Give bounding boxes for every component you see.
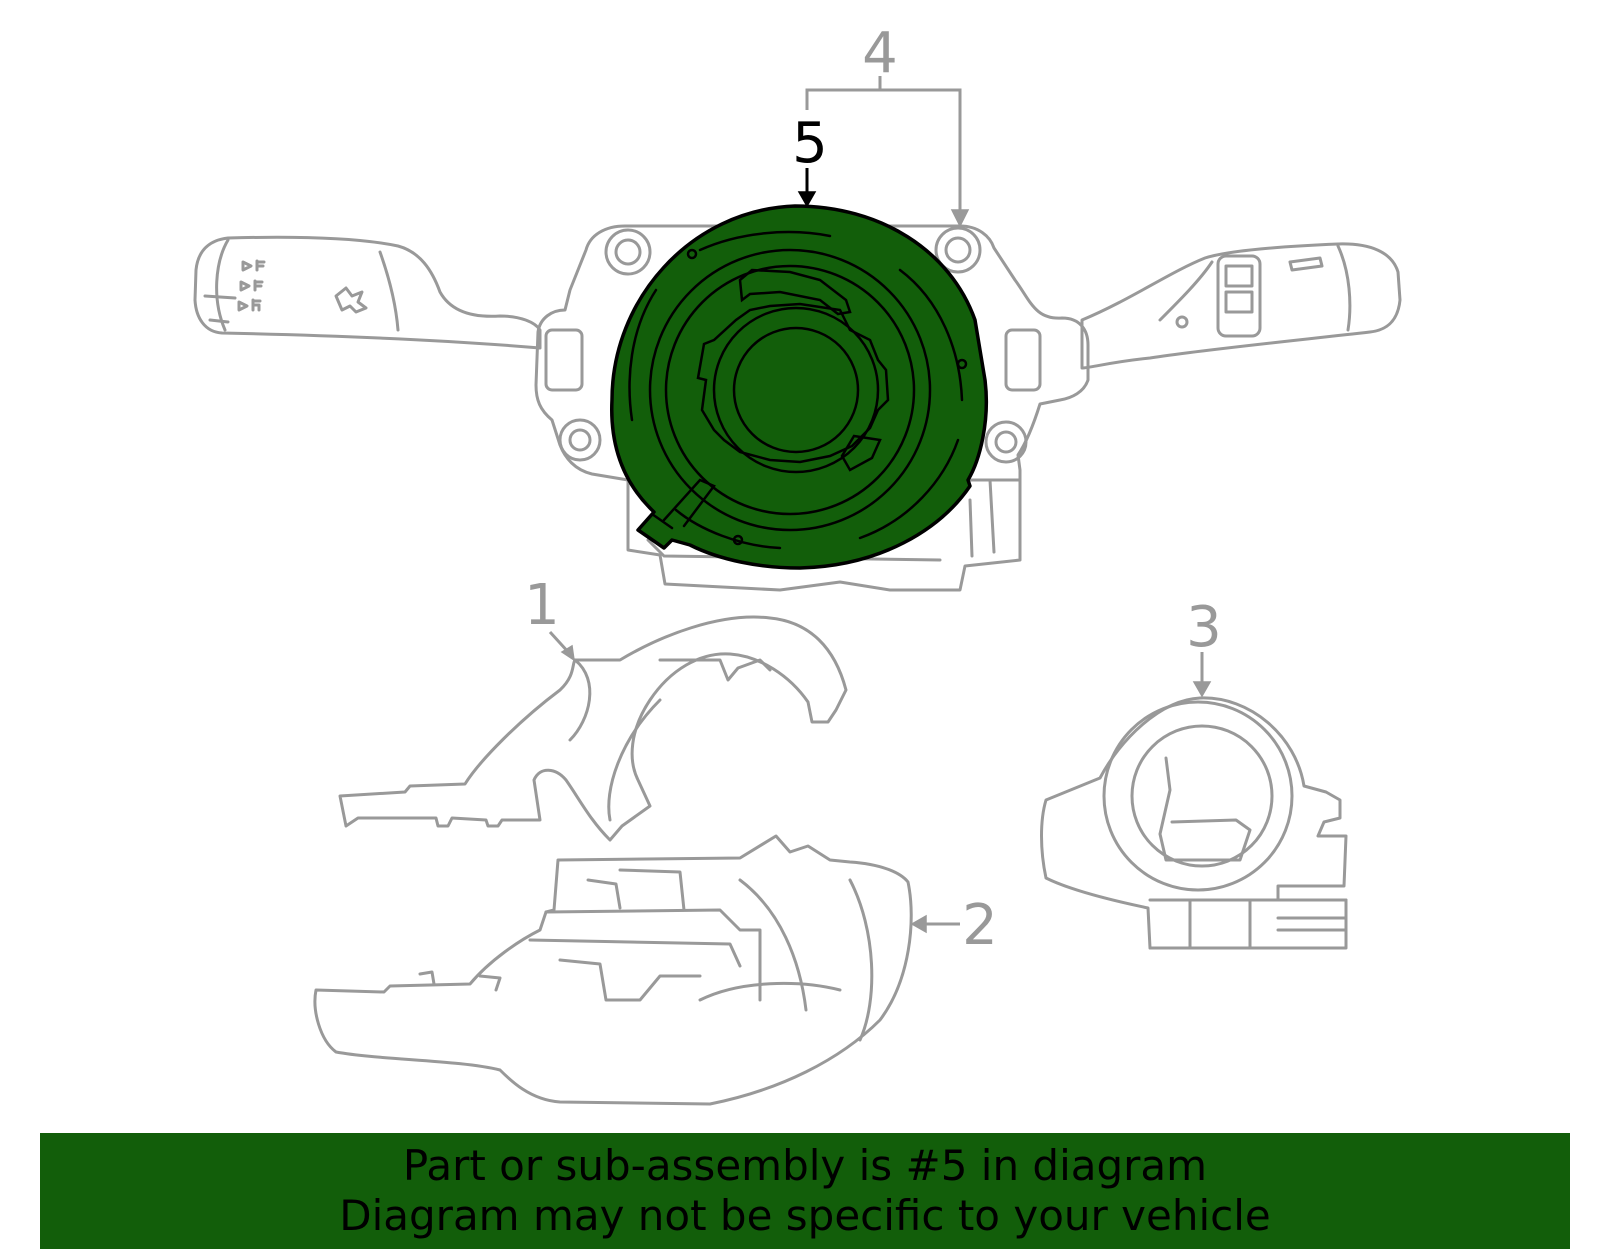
info-banner: Part or sub-assembly is #5 in diagram Di… [40,1133,1570,1249]
callout-5: 5 [792,111,828,176]
right-stalk [1080,242,1402,370]
part-1-upper-cover[interactable] [338,615,848,842]
part-5-clock-spring[interactable] [610,204,989,570]
part-3-sensor-ring[interactable] [1040,696,1348,950]
banner-line-part: Part or sub-assembly is #5 in diagram [402,1141,1208,1190]
part-4-combination-switch[interactable] [193,224,1402,592]
part-2-lower-cover[interactable] [313,834,913,1106]
banner-line-disclaimer: Diagram may not be specific to your vehi… [339,1191,1271,1240]
callout-1: 1 [524,573,560,638]
parts-diagram: 4 5 1 3 2 [193,21,1402,1106]
callout-4: 4 [862,21,898,86]
callout-3: 3 [1186,595,1222,660]
callout-2: 2 [962,893,998,958]
leader-lines [548,76,1212,934]
left-stalk [193,235,542,350]
